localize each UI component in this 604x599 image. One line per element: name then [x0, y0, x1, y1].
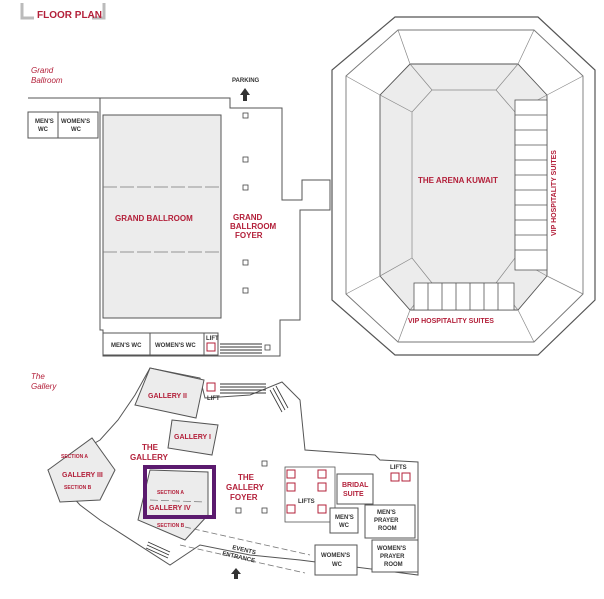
womens-prayer-room[interactable] [371, 539, 419, 573]
gallery-stairs [220, 383, 266, 394]
gallery-iii-label: GALLERY III [62, 472, 103, 479]
entrance-dashed-line-1 [184, 526, 311, 556]
womens-wc-bottom-label: WOMEN'S WC [155, 343, 196, 349]
ballroom-pillar-bottom [264, 344, 271, 351]
gallery-i-room[interactable] [167, 419, 219, 456]
gallery-building-outline [47, 367, 419, 576]
arena-kuwait[interactable] [331, 16, 596, 356]
gallery-mens-wc-label-line1: MEN'S [335, 515, 354, 521]
lifts-right-icon-1 [390, 472, 400, 482]
ballroom-lift-label: LIFT [206, 336, 219, 342]
vip-suites-bottom-block [413, 282, 515, 311]
foyer-pillars [242, 112, 249, 294]
the-gallery-label-line2: GALLERY [130, 453, 169, 462]
ballroom-stairs [220, 343, 262, 354]
gallery-foyer-label-line1: THE [238, 473, 255, 482]
foyer-label-line2: BALLROOM [230, 222, 277, 231]
gallery-iii-section-a-label: SECTION A [61, 454, 88, 460]
gallery-section-title-line2: Gallery [31, 382, 57, 391]
lifts-right-icon-2 [401, 472, 411, 482]
bridal-suite-label-line1: BRIDAL [342, 482, 369, 489]
womens-wc-top-label-1: WOMEN'S [61, 119, 90, 125]
entrance-arrow-icon [231, 568, 241, 579]
parking-label: PARKING [232, 78, 260, 84]
gallery-ii-label: GALLERY II [148, 393, 187, 400]
events-entrance-label-line1: EVENTS [232, 545, 257, 556]
gallery-lifts-block [284, 466, 336, 523]
gallery-lift-label: LIFT [207, 396, 220, 402]
ballroom-section-title-line2: Ballroom [31, 76, 63, 85]
gallery-iv-stairs [145, 541, 171, 559]
bridal-suite-room[interactable] [336, 473, 374, 505]
gallery-iii-room[interactable] [47, 437, 116, 503]
gallery-foyer-label-line2: GALLERY [226, 483, 265, 492]
foyer-label-line3: FOYER [235, 231, 263, 240]
gallery-mens-wc-label-line2: WC [339, 523, 350, 529]
grand-ballroom-label: GRAND BALLROOM [115, 214, 193, 223]
gallery-womens-wc-label-line1: WOMEN'S [321, 553, 350, 559]
gallery-iv-highlight-box [143, 465, 216, 519]
mens-wc-top-label-2: WC [38, 127, 49, 133]
foyer-label-line1: GRAND [233, 213, 263, 222]
parking-arrow-icon [240, 88, 250, 101]
gallery-iv-section-a-label: SECTION A [157, 490, 184, 496]
gallery-lift-icon [206, 382, 216, 392]
womens-prayer-label-line3: ROOM [384, 562, 403, 568]
womens-prayer-label-line2: PRAYER [380, 554, 405, 560]
vip-suites-right-block [514, 99, 548, 271]
gallery-iii-section-b-label: SECTION B [64, 485, 92, 491]
grand-ballroom-room[interactable] [102, 114, 222, 319]
gallery-mens-wc-room[interactable] [329, 507, 359, 534]
mens-wc-top-label-1: MEN'S [35, 119, 54, 125]
gallery-iv-room[interactable] [137, 469, 209, 541]
the-gallery-label-line1: THE [142, 443, 159, 452]
gallery-iv-section-b-label: SECTION B [157, 523, 185, 529]
gallery-lifts-right-label: LIFTS [390, 465, 407, 471]
ballroom-wc-block [27, 111, 99, 139]
gallery-stairs-right [269, 385, 289, 413]
gallery-lifts-left-label: LIFTS [298, 499, 315, 505]
page-title: FLOOR PLAN [37, 10, 102, 21]
ballroom-bottom-wc-block [102, 332, 219, 356]
entrance-dashed-line-2 [179, 544, 306, 574]
ballroom-lift-icon [206, 342, 216, 352]
womens-prayer-label-line1: WOMEN'S [377, 546, 406, 552]
gallery-womens-wc-label-line2: WC [332, 562, 343, 568]
gallery-foyer-pillars [235, 460, 268, 514]
gallery-iv-label: GALLERY IV [149, 505, 191, 512]
title-frame [20, 3, 106, 20]
gallery-i-label: GALLERY I [174, 434, 211, 441]
mens-wc-bottom-label: MEN'S WC [111, 343, 142, 349]
womens-wc-top-label-2: WC [71, 127, 82, 133]
mens-prayer-label-line1: MEN'S [377, 510, 396, 516]
mens-prayer-label-line2: PRAYER [374, 518, 399, 524]
gallery-ii-room[interactable] [134, 367, 205, 419]
vip-suites-bottom-label: VIP HOSPITALITY SUITES [408, 318, 494, 325]
gallery-section-title-line1: The [31, 372, 45, 381]
gallery-foyer-label-line3: FOYER [230, 493, 258, 502]
mens-prayer-label-line3: ROOM [378, 526, 397, 532]
mens-prayer-room[interactable] [364, 504, 416, 539]
arena-name-label: THE ARENA KUWAIT [418, 176, 498, 185]
ballroom-section-title-line1: Grand [31, 66, 54, 75]
bridal-suite-label-line2: SUITE [343, 491, 364, 498]
gallery-womens-wc-room[interactable] [314, 544, 358, 576]
vip-suites-right-label: VIP HOSPITALITY SUITES [551, 150, 558, 236]
